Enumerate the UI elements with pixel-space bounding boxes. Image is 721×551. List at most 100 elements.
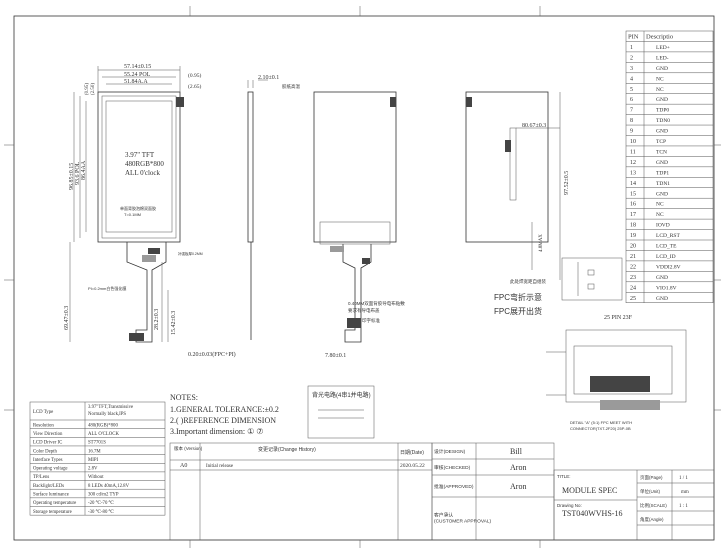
pin-number: 4 (630, 76, 633, 82)
approval-role: 批准(APPROVED) (434, 483, 474, 490)
pin-number: 15 (630, 191, 636, 197)
dim-thickness: 2.10±0.1 (258, 75, 279, 81)
backlight-circuit (307, 385, 375, 439)
left-dimension-lines (69, 92, 169, 342)
pin-number: 24 (630, 285, 636, 291)
pin-description: GND (656, 275, 668, 281)
pin-description: TDP0 (656, 108, 669, 114)
pin-description: TDP1 (656, 170, 669, 176)
pin-description: GND (656, 160, 668, 166)
dim-back-height: 97.52±0.5 (564, 171, 570, 195)
pin-number: 10 (630, 139, 636, 145)
dim-fpc-a: 28.2±0.3 (154, 309, 160, 330)
pin-description: IOVD (656, 223, 670, 229)
spec-value: Without (88, 475, 104, 480)
pin-description: GND (656, 296, 668, 302)
connector-title: 25 PIN 23F (604, 315, 633, 321)
backlight-note-2: 要求有导电布盖 (348, 307, 380, 314)
fpc-bend-note: FPC弯折示意 (494, 292, 542, 302)
spec-key: Storage temperature (33, 510, 72, 515)
top-dimension-lines (97, 66, 181, 92)
id-circuit (561, 257, 623, 301)
spec-value: MIPI (88, 458, 99, 463)
revision-block (169, 442, 433, 541)
pin-number: 7 (630, 108, 633, 114)
unit-label: 单位(Unit) (640, 488, 661, 495)
pin-description: GND (656, 191, 668, 197)
spec-value: 300 cd/m2 TYP (88, 493, 119, 498)
side-view (247, 79, 268, 340)
pin-number: 16 (630, 202, 636, 208)
pin-number: 23 (630, 275, 636, 281)
drawing-no-label: Drawing No: (557, 503, 582, 508)
dim-fpc-b: 15.42±0.3 (171, 311, 177, 335)
title-label: TITLE: (557, 474, 571, 479)
center-text-2: 480RGB*800 (125, 160, 164, 168)
ic-note: 此处焊宽距自组装 (510, 278, 546, 285)
title-value: MODULE SPEC (562, 486, 617, 495)
spec-key: Backlight/LEDs (33, 484, 64, 489)
pin-number: 9 (630, 129, 633, 135)
pin-number: 12 (630, 160, 636, 166)
spec-key: Interface Types (33, 458, 63, 463)
pin-description: LCD_ID (656, 254, 676, 260)
pin-description: NC (656, 202, 664, 208)
spec-value: -20 ℃-70 ℃ (88, 500, 115, 506)
tape-note-2: T=0.1MM (124, 212, 141, 217)
spec-key: Color Depth (33, 449, 57, 454)
approval-name: Bill (510, 447, 523, 456)
pi-note: PI=0.2mm白色强化膜 (88, 285, 126, 291)
spec-key: Operating temperature (33, 501, 76, 506)
approval-role: 设计(DESIGN) (434, 448, 466, 455)
spec-key: TP/Lens (33, 475, 49, 480)
spec-value: 2.8V (88, 467, 98, 472)
dim-width-aa: 51.84A.A (124, 79, 148, 85)
pin-description: NC (656, 87, 664, 93)
rev-date: 2020.05.22 (400, 463, 425, 469)
pin-number: 1 (630, 45, 633, 51)
pin-header-desc: Descriptio (646, 34, 673, 41)
spec-value: 480(RGB)*800 (88, 423, 118, 428)
page-value: 1 / 1 (679, 476, 688, 481)
scale-value: 1 : 1 (679, 504, 688, 509)
pin-description: NC (656, 212, 664, 218)
unit-value: mm (681, 490, 689, 495)
dim-height-aa: 86.4AA (81, 160, 87, 180)
dim-r265: (2.65) (188, 83, 201, 90)
approval-role: 客户承认 (434, 512, 453, 519)
fpc-unfold-note: FPC展开出货 (494, 306, 542, 316)
back-view (313, 91, 397, 343)
pin-description: NC (656, 76, 664, 82)
detail-note-2: CONNECTOR(TXT-2F20) 25P-0B (570, 426, 631, 431)
mark-note: 印字标准 (362, 317, 380, 324)
spec-value: 8 LEDs 40mA,12.8V (88, 484, 130, 489)
spec-key: LCD Driver IC (33, 441, 62, 446)
dim-width-pol: 55.24 POL (124, 72, 151, 78)
pin-description: LCD_RST (656, 233, 680, 239)
pin-number: 17 (630, 212, 636, 218)
stiffener-note: 补强板厚0.2MM (178, 251, 203, 256)
dim-fpc-length: 69.47±0.3 (64, 306, 70, 330)
pin-description: LED- (656, 55, 669, 61)
pin-description: VDDI2.8V (656, 264, 681, 270)
spec-key: LCD Type (33, 410, 53, 415)
pin-description: TCN (656, 149, 667, 155)
sheet-frame (13, 15, 715, 541)
pin-description: GND (656, 129, 668, 135)
front-view (97, 91, 184, 343)
rev-header-version: 版本 (Version) (174, 445, 203, 452)
approval-name: Aron (510, 463, 526, 472)
detail-note-1: DETAIL "A" (5:1) FPC MEET WITH (570, 420, 632, 425)
tape-top-note: 胶纸高温 (282, 83, 300, 90)
backlight-note: 0.40MM双面背胶导电布贴敷 (348, 300, 405, 307)
dim-height-pol: 93.6 POL (75, 161, 81, 185)
notes-title: NOTES: (170, 393, 198, 402)
pin-number: 13 (630, 170, 636, 176)
spec-value: 3.97"TFT,Transmissive (88, 405, 133, 410)
pin-number: 18 (630, 223, 636, 229)
backlight-circuit-title: 背光电路(4串1并电路) (312, 391, 371, 399)
pin-header-pin: PIN (628, 34, 639, 41)
dim-width-outline: 57.14±0.15 (124, 64, 151, 70)
